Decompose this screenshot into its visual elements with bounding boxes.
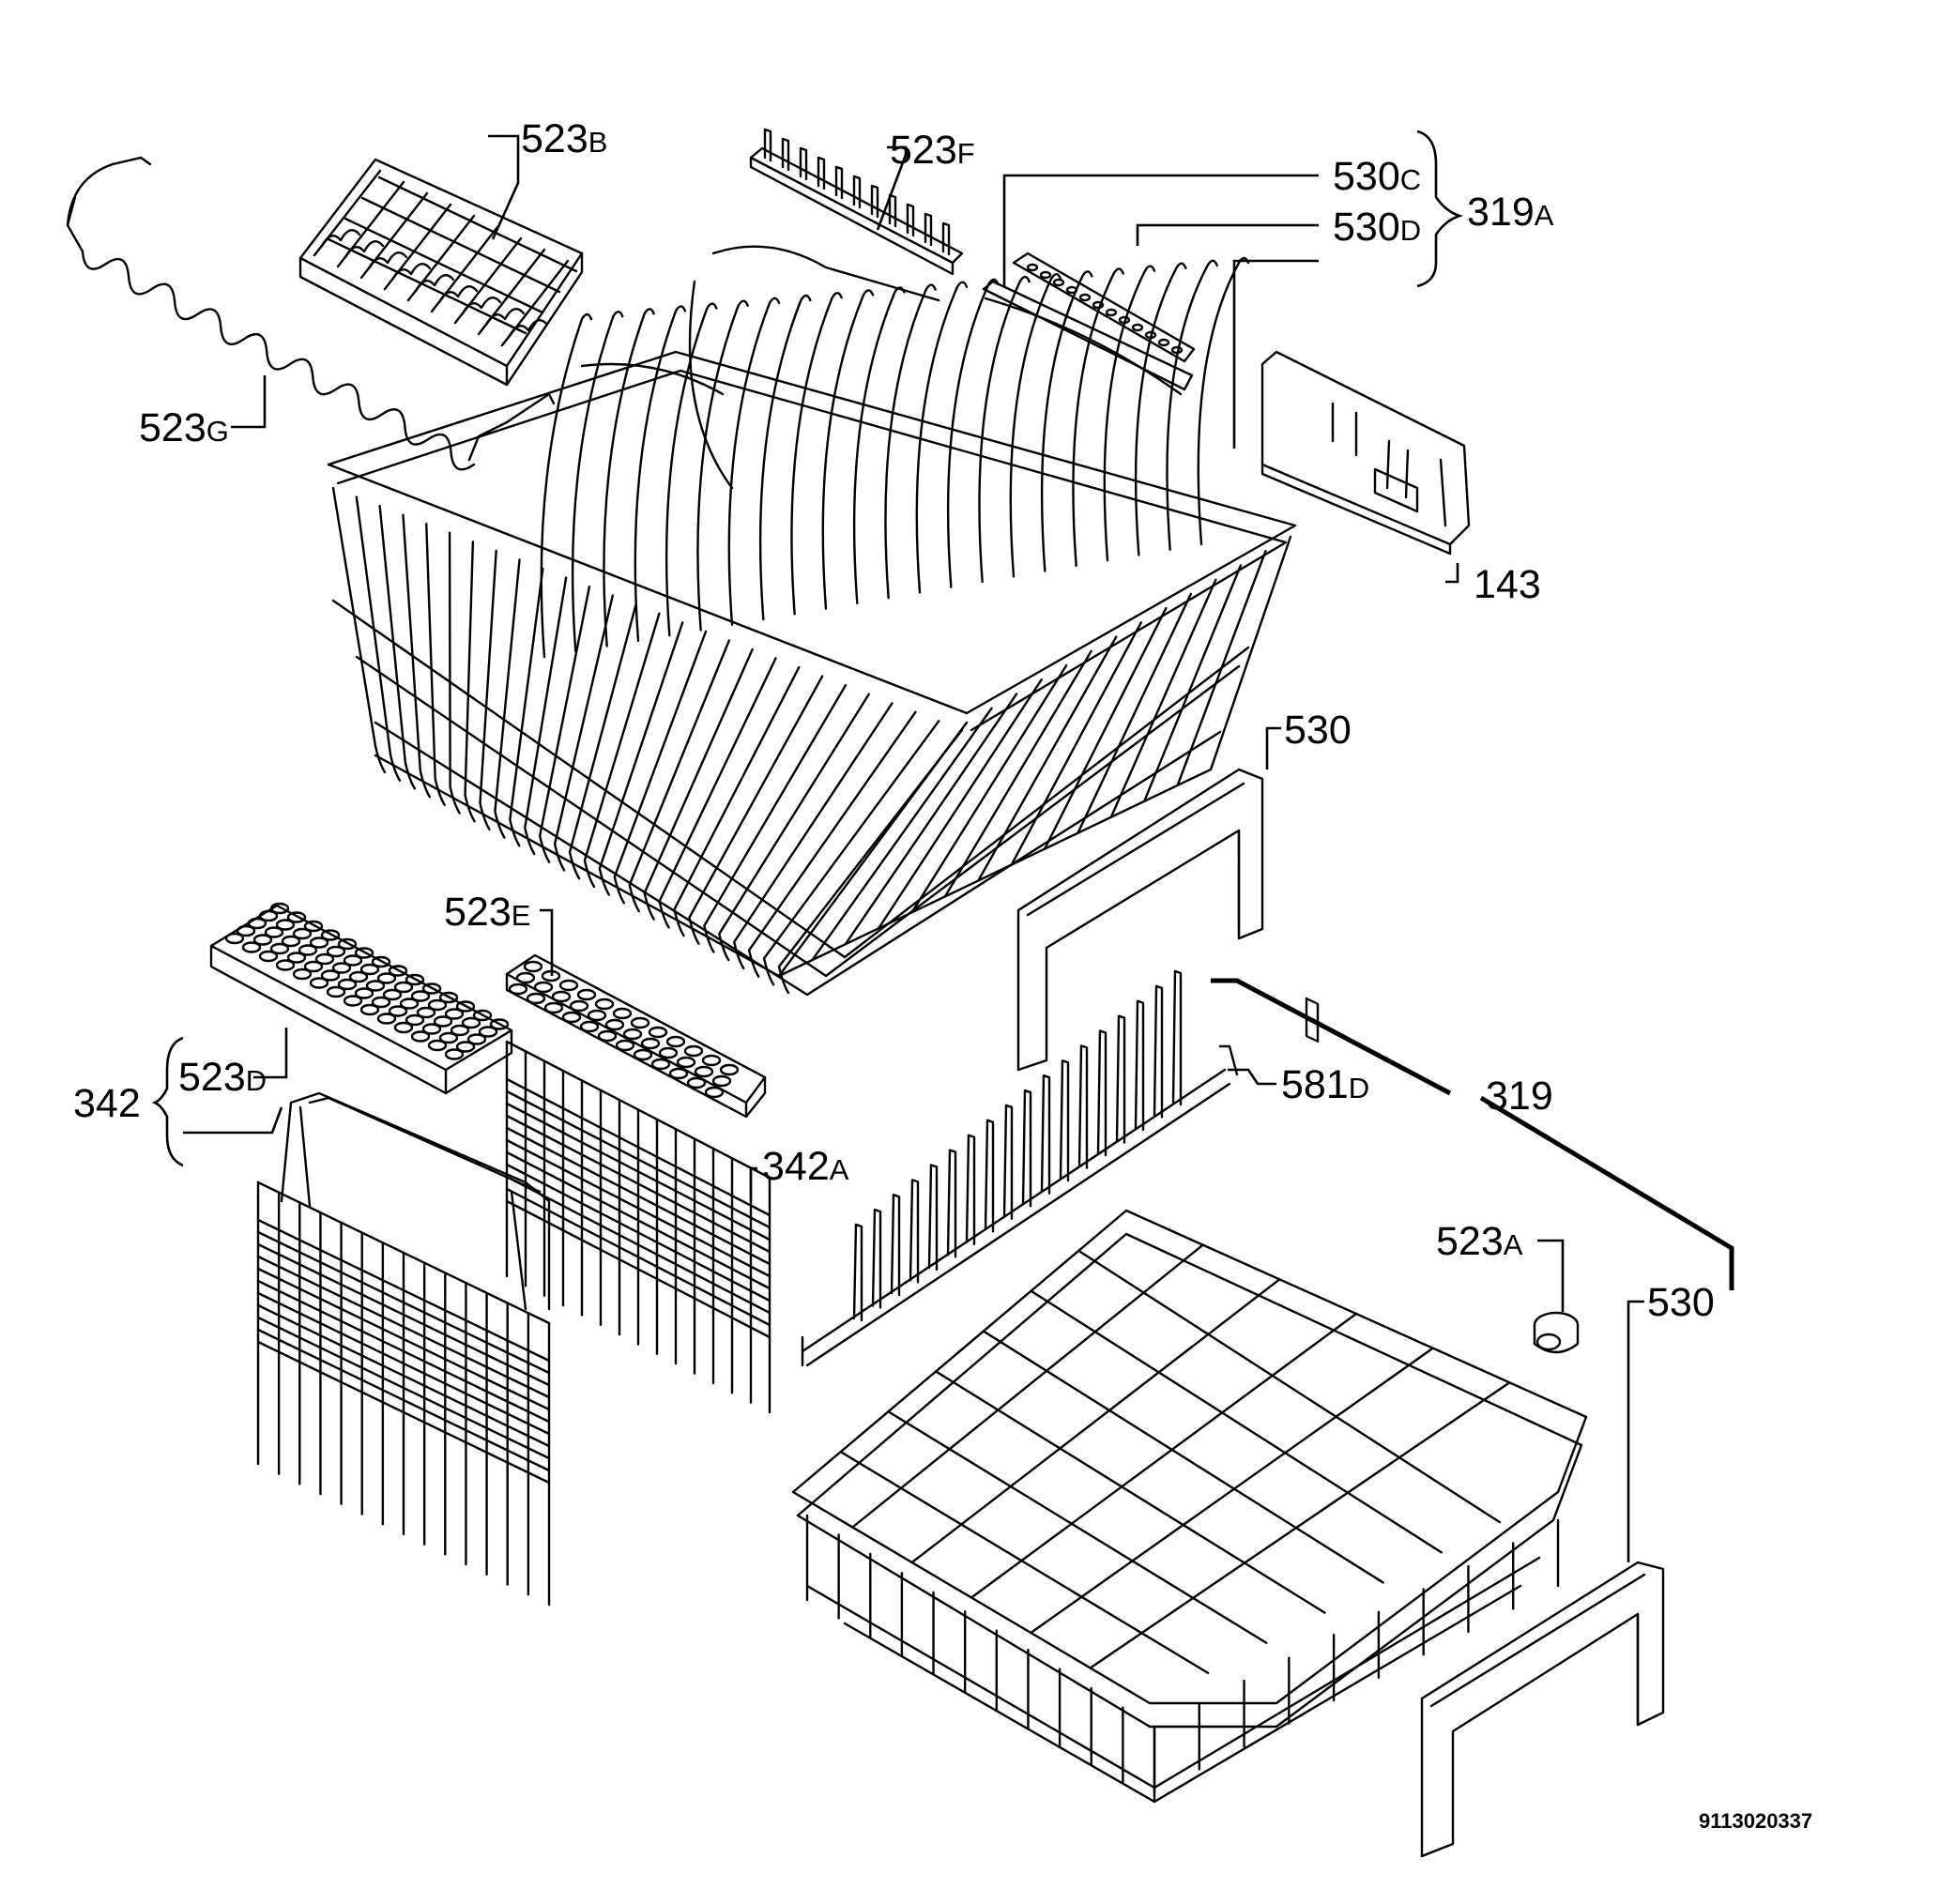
upper-basket <box>327 245 1297 997</box>
label-581d: 581D <box>1281 1062 1369 1107</box>
label-523a: 523A <box>1436 1219 1523 1264</box>
label-523f: 523F <box>890 128 975 173</box>
label-530-lower: 530 <box>1647 1280 1715 1325</box>
callout-lines <box>151 129 1644 1562</box>
part-labels: 523B 523F 530C 530D 319A 523G 143 530 52… <box>73 116 1812 1833</box>
tine-insert-523b <box>298 158 584 387</box>
runner-rail-lower <box>1420 1561 1665 1858</box>
cutlery-basket-342a <box>505 1040 771 1414</box>
cutlery-basket-342 <box>256 1091 551 1607</box>
rail-strips-530c-530d <box>982 251 1196 396</box>
long-rail-319 <box>1211 978 1734 1290</box>
wheel-523a <box>1533 1311 1580 1354</box>
wavy-wire-523g <box>66 156 556 471</box>
label-319a: 319A <box>1467 190 1554 235</box>
label-523d: 523D <box>178 1055 267 1100</box>
label-342a: 342A <box>762 1144 849 1189</box>
bracket-plate-143 <box>1260 350 1471 1043</box>
runner-rail-upper <box>1016 768 1264 1072</box>
folding-tines-581d <box>801 969 1239 1367</box>
label-530-upper: 530 <box>1284 708 1352 753</box>
label-530c: 530C <box>1333 154 1421 199</box>
tray-cover-523e <box>505 953 767 1119</box>
label-319: 319 <box>1486 1074 1553 1119</box>
label-523g: 523G <box>139 405 229 450</box>
tray-cover-523d <box>209 902 513 1095</box>
label-342: 342 <box>73 1081 141 1126</box>
tine-strip-523f <box>749 128 964 276</box>
label-523b: 523B <box>521 116 607 161</box>
diagram-code: 9113020337 <box>1699 1809 1812 1833</box>
label-143: 143 <box>1474 562 1541 607</box>
lower-basket <box>791 1209 1588 1804</box>
label-523e: 523E <box>444 890 530 935</box>
label-530d: 530D <box>1333 205 1421 250</box>
